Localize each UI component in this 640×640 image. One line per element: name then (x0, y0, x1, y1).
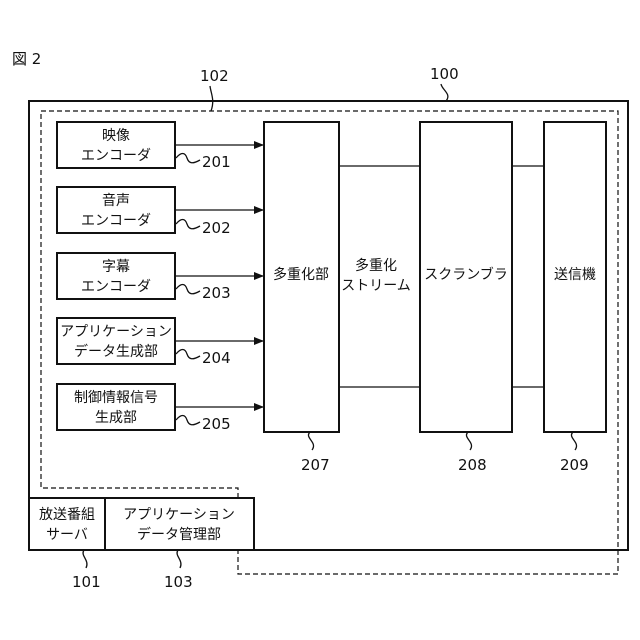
ref-207: 207 (301, 456, 330, 474)
audio-encoder-label-2: エンコーダ (81, 213, 151, 229)
ref-204: 204 (202, 349, 231, 367)
ref-209: 209 (560, 456, 589, 474)
ref-101: 101 (72, 573, 101, 591)
multiplex-stream-label-1: 多重化 (355, 257, 397, 274)
scrambler-label: スクランブラ (424, 266, 508, 283)
ref-201: 201 (202, 153, 231, 171)
leader-100 (441, 84, 448, 101)
ref-100: 100 (430, 65, 459, 83)
subtitle-encoder-label-2: エンコーダ (81, 279, 151, 295)
control-info-generator-label-1: 制御情報信号 (74, 390, 158, 406)
control-info-generator-label-2: 生成部 (95, 410, 137, 426)
transmitter-label: 送信機 (554, 267, 596, 283)
video-encoder-label-1: 映像 (102, 128, 130, 144)
ref-103: 103 (164, 573, 193, 591)
app-data-mgmt-label-1: アプリケーション (123, 507, 235, 523)
app-data-generator-label-2: データ生成部 (74, 343, 158, 360)
audio-encoder-label-1: 音声 (102, 192, 130, 209)
leader-103 (177, 550, 181, 568)
subtitle-encoder-label-1: 字幕 (102, 259, 130, 275)
leader-101 (83, 550, 87, 568)
ref-205: 205 (202, 415, 231, 433)
figure-label: 図 2 (12, 50, 41, 68)
ref-102: 102 (200, 67, 229, 85)
app-data-mgmt-label-2: データ管理部 (137, 526, 221, 543)
ref-202: 202 (202, 219, 231, 237)
ref-208: 208 (458, 456, 487, 474)
video-encoder-label-2: エンコーダ (81, 148, 151, 164)
multiplex-stream-label-2: ストリーム (341, 278, 411, 294)
app-data-generator-label-1: アプリケーション (60, 324, 172, 340)
broadcast-server-label-2: サーバ (46, 527, 88, 543)
multiplexer-label: 多重化部 (273, 266, 329, 283)
ref-203: 203 (202, 284, 231, 302)
broadcast-server-label-1: 放送番組 (39, 507, 95, 523)
